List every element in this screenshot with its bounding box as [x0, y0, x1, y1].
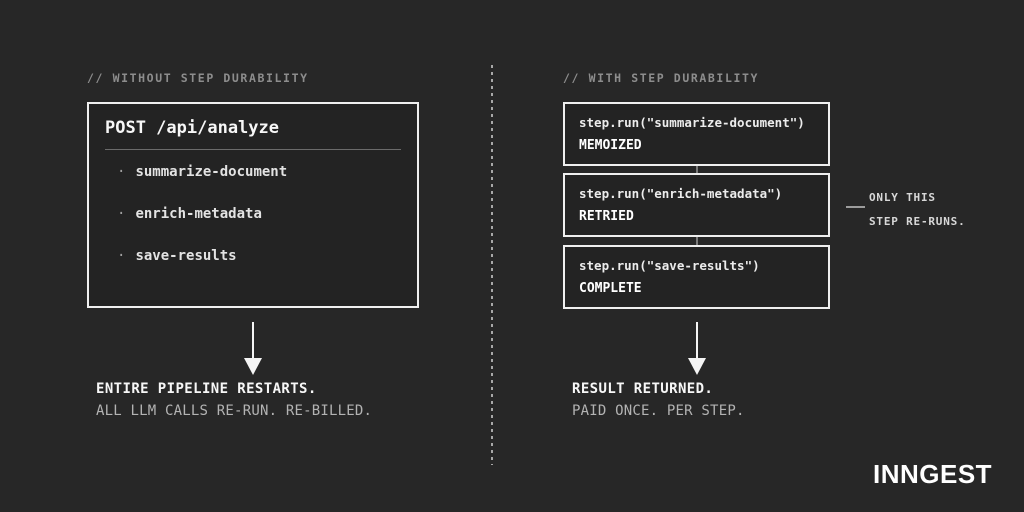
right-result-subtitle: PAID ONCE. PER STEP. [572, 403, 745, 419]
pipeline-endpoint-title: POST /api/analyze [105, 118, 279, 138]
annotation-line-1: ONLY THIS [869, 191, 936, 204]
annotation-dash [846, 206, 865, 208]
step-code: step.run("enrich-metadata") [579, 186, 783, 201]
down-arrow-left [244, 322, 262, 375]
with-durability-header: // WITH STEP DURABILITY [563, 71, 760, 85]
pipeline-step-save: · save-results [117, 248, 237, 264]
bullet-icon: · [117, 206, 126, 222]
step-connector [696, 237, 698, 245]
arrow-head-icon [688, 358, 706, 375]
step-status-complete: COMPLETE [579, 281, 642, 296]
pipeline-title-divider [105, 149, 401, 150]
arrow-stem [696, 322, 698, 358]
pipeline-box: POST /api/analyze · summarize-document · e… [87, 102, 419, 308]
step-box-save: step.run("save-results") COMPLETE [563, 245, 830, 309]
arrow-head-icon [244, 358, 262, 375]
pipeline-step-label: enrich-metadata [135, 206, 262, 222]
arrow-stem [252, 322, 254, 358]
step-code: step.run("save-results") [579, 258, 760, 273]
left-result-title: ENTIRE PIPELINE RESTARTS. [96, 381, 317, 397]
bullet-icon: · [117, 248, 126, 264]
down-arrow-right [688, 322, 706, 375]
step-box-summarize: step.run("summarize-document") MEMOIZED [563, 102, 830, 166]
without-durability-header: // WITHOUT STEP DURABILITY [87, 71, 309, 85]
right-result-title: RESULT RETURNED. [572, 381, 714, 397]
bullet-icon: · [117, 164, 126, 180]
step-status-retried: RETRIED [579, 209, 634, 224]
step-connector [696, 166, 698, 173]
step-status-memoized: MEMOIZED [579, 138, 642, 153]
annotation-line-2: STEP RE-RUNS. [869, 215, 966, 228]
inngest-logo: INNGEST [873, 459, 993, 489]
pipeline-step-enrich: · enrich-metadata [117, 206, 262, 222]
left-result-subtitle: ALL LLM CALLS RE-RUN. RE-BILLED. [96, 403, 373, 419]
annotation-only-this-step: ONLY THIS STEP RE-RUNS. [869, 186, 966, 234]
pipeline-step-label: summarize-document [135, 164, 288, 180]
pipeline-step-summarize: · summarize-document [117, 164, 287, 180]
step-box-enrich: step.run("enrich-metadata") RETRIED [563, 173, 830, 237]
dotted-divider [491, 65, 493, 465]
step-code: step.run("summarize-document") [579, 115, 805, 130]
pipeline-step-label: save-results [135, 248, 237, 264]
